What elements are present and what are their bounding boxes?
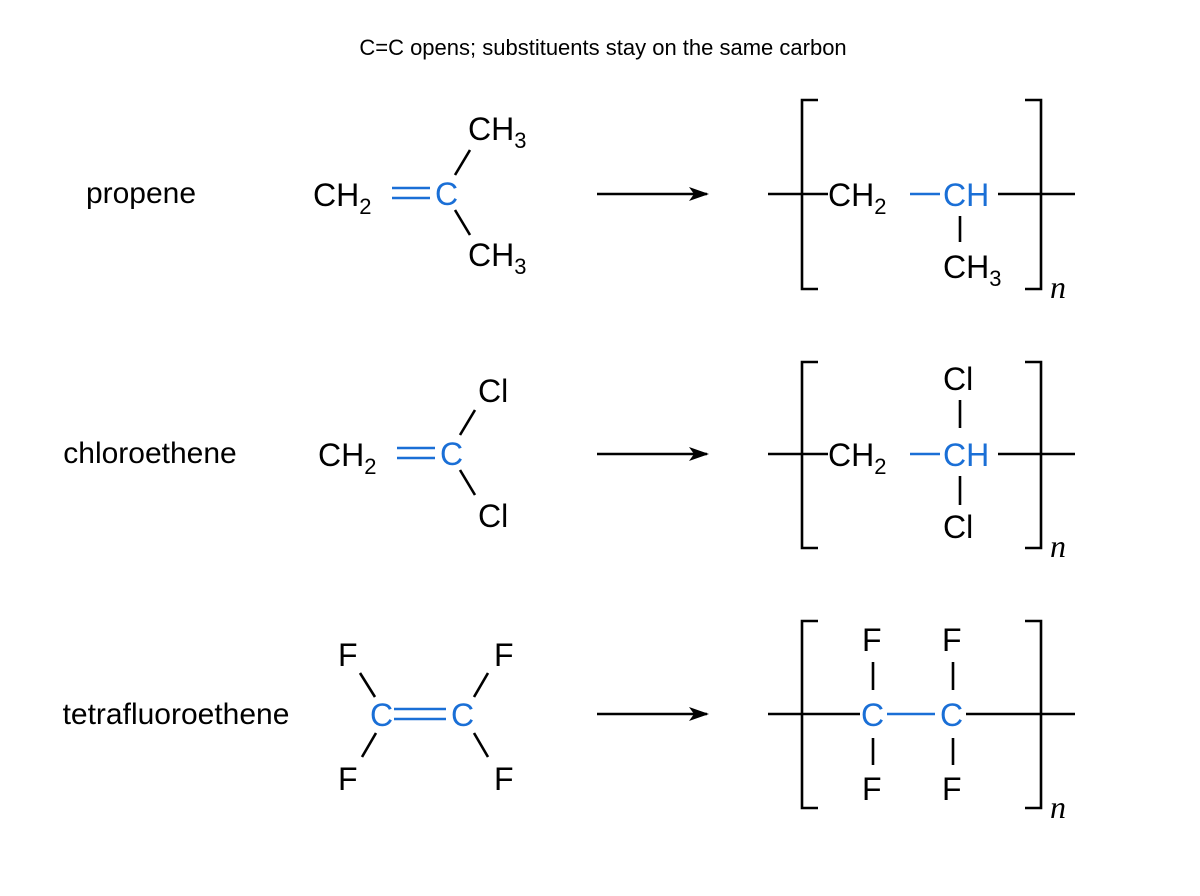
monomer-name: chloroethene: [63, 437, 236, 470]
single-bond: [458, 409, 477, 436]
polymer-structure: C C F F F F n: [768, 619, 1075, 825]
monomer-structure: CH2 C CH3 CH3: [313, 111, 526, 279]
atom-f: F: [942, 622, 962, 658]
atom-cl: Cl: [943, 361, 973, 397]
atom-c: C: [370, 697, 393, 733]
single-bond: [453, 209, 472, 236]
single-bond: [360, 732, 378, 758]
row-tetrafluoroethene: tetrafluoroethene C C F F F F C C F: [63, 619, 1075, 825]
single-bond: [358, 672, 377, 698]
atom-ch3: CH3: [943, 249, 1001, 291]
polymer-structure: CH2 CH CH3 n: [768, 98, 1075, 305]
atom-c: C: [451, 697, 474, 733]
atom-c: C: [861, 697, 884, 733]
atom-cl: Cl: [943, 509, 973, 545]
monomer-name: tetrafluoroethene: [63, 698, 290, 731]
monomer-structure: C C F F F F: [338, 637, 514, 797]
atom-ch2: CH2: [318, 437, 376, 479]
monomer-structure: CH2 C Cl Cl: [318, 373, 508, 534]
atom-f: F: [494, 761, 514, 797]
atom-f: F: [862, 771, 882, 807]
single-bond: [458, 469, 477, 496]
atom-ch: CH: [943, 437, 989, 473]
single-bond: [453, 149, 472, 176]
atom-ch: CH: [943, 177, 989, 213]
atom-ch3: CH3: [468, 111, 526, 153]
polymer-structure: CH2 CH Cl Cl n: [768, 360, 1075, 564]
single-bond: [472, 732, 490, 758]
atom-f: F: [338, 637, 358, 673]
atom-cl: Cl: [478, 498, 508, 534]
atom-c: C: [940, 697, 963, 733]
repeat-n: n: [1050, 269, 1066, 305]
atom-ch2: CH2: [828, 177, 886, 219]
repeat-n: n: [1050, 789, 1066, 825]
diagram-title: C=C opens; substituents stay on the same…: [359, 35, 846, 60]
single-bond: [472, 672, 490, 698]
atom-ch2: CH2: [828, 437, 886, 479]
atom-c: C: [440, 436, 463, 472]
row-chloroethene: chloroethene CH2 C Cl Cl CH2 CH Cl Cl n: [63, 360, 1075, 564]
monomer-name: propene: [86, 177, 196, 210]
atom-f: F: [338, 761, 358, 797]
atom-cl: Cl: [478, 373, 508, 409]
atom-ch2: CH2: [313, 177, 371, 219]
atom-f: F: [862, 622, 882, 658]
row-propene: propene CH2 C CH3 CH3 CH2 CH CH3 n: [86, 98, 1075, 305]
atom-f: F: [942, 771, 962, 807]
atom-ch3: CH3: [468, 237, 526, 279]
atom-c: C: [435, 176, 458, 212]
atom-f: F: [494, 637, 514, 673]
repeat-n: n: [1050, 528, 1066, 564]
